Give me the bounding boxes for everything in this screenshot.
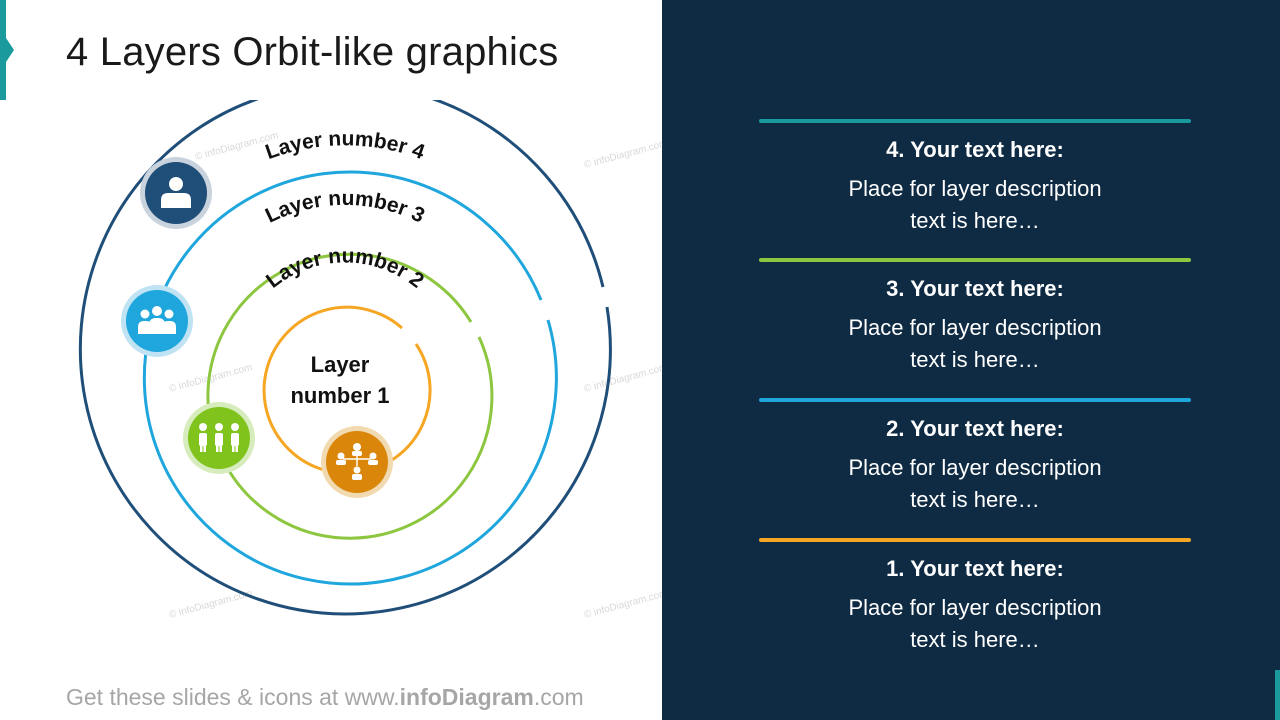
- slide-title: 4 Layers Orbit-like graphics: [66, 30, 559, 74]
- layer-2-badge: [183, 402, 255, 474]
- layer-1-badge: [321, 426, 393, 498]
- orbit-layer-3: [142, 170, 558, 586]
- footer-suffix: .com: [533, 684, 584, 710]
- watermark: © infoDiagram.com: [583, 588, 662, 621]
- entry-description: Place for layer description text is here…: [759, 592, 1191, 656]
- layer-2-divider: [759, 398, 1191, 402]
- entry-description-line: Place for layer description: [848, 595, 1102, 620]
- entry-heading: 4. Your text here:: [886, 137, 1064, 162]
- footer-link[interactable]: Get these slides & icons at www.infoDiag…: [66, 684, 584, 711]
- watermark: © infoDiagram.com: [583, 362, 662, 395]
- entry-description-line: Place for layer description: [848, 176, 1102, 201]
- entry-heading: 1. Your text here:: [886, 556, 1064, 581]
- layer-label-1-line2: number 1: [290, 383, 389, 408]
- hierarchy-icon: [336, 443, 378, 480]
- entry-heading: 3. Your text here:: [886, 276, 1064, 301]
- layer-label-1-line1: Layer: [311, 352, 370, 377]
- entry-description-line: text is here…: [910, 487, 1040, 512]
- entry-description-line: text is here…: [910, 347, 1040, 372]
- layer-1-description: 1. Your text here: Place for layer descr…: [759, 538, 1191, 656]
- layer-4-badge: [140, 157, 212, 229]
- footer-brand: infoDiagram: [399, 684, 534, 710]
- entry-description-line: text is here…: [910, 627, 1040, 652]
- layer-1-divider: [759, 538, 1191, 542]
- entry-description-line: Place for layer description: [848, 315, 1102, 340]
- team-icon: [199, 423, 239, 452]
- entry-heading: 2. Your text here:: [886, 416, 1064, 441]
- accent-bar: [0, 0, 6, 100]
- user-icon: [161, 177, 191, 208]
- layer-4-description: 4. Your text here: Place for layer descr…: [759, 119, 1191, 237]
- entry-description: Place for layer description text is here…: [759, 312, 1191, 376]
- layer-label-4: Layer number 4: [262, 127, 427, 164]
- layer-2-description: 2. Your text here: Place for layer descr…: [759, 398, 1191, 516]
- watermark: © infoDiagram.com: [583, 138, 662, 171]
- corner-accent: [1275, 670, 1280, 720]
- entry-description-line: Place for layer description: [848, 455, 1102, 480]
- accent-notch: [6, 38, 14, 62]
- entry-description: Place for layer description text is here…: [759, 452, 1191, 516]
- orbit-diagram: © infoDiagram.com © infoDiagram.com © in…: [78, 100, 662, 621]
- layer-3-badge: [121, 285, 193, 357]
- layer-label-3: Layer number 3: [262, 187, 428, 228]
- entry-description: Place for layer description text is here…: [759, 173, 1191, 237]
- layer-3-divider: [759, 258, 1191, 262]
- entry-description-line: text is here…: [910, 208, 1040, 233]
- orbit-layer-1: [262, 305, 432, 475]
- group-icon: [138, 306, 176, 334]
- layer-4-divider: [759, 119, 1191, 123]
- layer-3-description: 3. Your text here: Place for layer descr…: [759, 258, 1191, 376]
- description-panel: 4. Your text here: Place for layer descr…: [662, 0, 1280, 720]
- layer-label-2: Layer number 2: [262, 244, 428, 292]
- footer-prefix: Get these slides & icons at www.: [66, 684, 400, 710]
- orbit-layer-4: [78, 100, 612, 616]
